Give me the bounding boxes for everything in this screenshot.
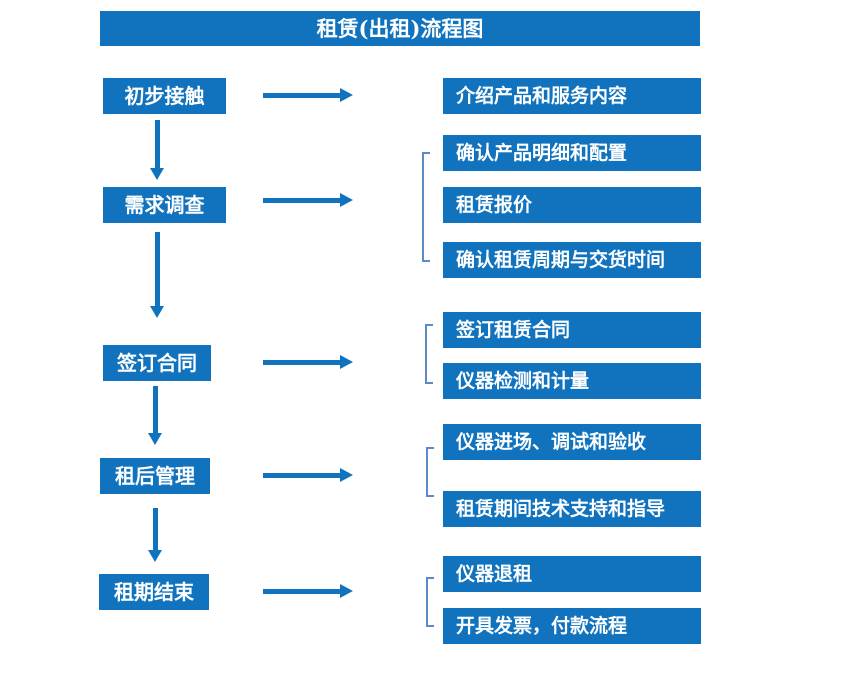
detail-instrument-return: 仪器退租 <box>443 556 701 592</box>
group-bracket-icon <box>425 324 433 384</box>
arrow-right-icon <box>263 355 353 369</box>
step-sign-contract: 签订合同 <box>103 345 211 381</box>
group-bracket-icon <box>426 447 434 497</box>
arrow-shaft <box>155 120 160 168</box>
group-bracket-icon <box>422 152 430 262</box>
arrow-shaft <box>153 508 158 550</box>
arrow-head <box>150 168 164 180</box>
step-initial-contact: 初步接触 <box>103 78 226 114</box>
arrow-head <box>340 355 353 369</box>
detail-instrument-setup: 仪器进场、调试和验收 <box>443 424 701 460</box>
arrow-right-icon <box>263 584 353 598</box>
arrow-shaft <box>155 232 160 306</box>
arrow-shaft <box>153 386 158 433</box>
arrow-right-icon <box>263 88 353 102</box>
step-rental-end: 租期结束 <box>99 574 209 610</box>
arrow-head <box>148 550 162 562</box>
arrow-shaft <box>263 589 341 594</box>
step-demand-survey: 需求调查 <box>103 187 226 223</box>
arrow-down-icon <box>148 386 162 445</box>
step-post-rental-management: 租后管理 <box>100 458 210 494</box>
detail-instrument-testing: 仪器检测和计量 <box>443 363 701 399</box>
detail-tech-support: 租赁期间技术支持和指导 <box>443 491 701 527</box>
diagram-title: 租赁(出租)流程图 <box>100 11 700 46</box>
detail-invoice-payment: 开具发票，付款流程 <box>443 608 701 644</box>
arrow-shaft <box>263 360 341 365</box>
detail-introduce-products: 介绍产品和服务内容 <box>443 78 701 114</box>
detail-sign-rental-contract: 签订租赁合同 <box>443 312 701 348</box>
arrow-head <box>150 306 164 318</box>
arrow-right-icon <box>263 468 353 482</box>
arrow-shaft <box>263 93 341 98</box>
arrow-down-icon <box>150 120 164 180</box>
arrow-shaft <box>263 198 341 203</box>
detail-rental-quotation: 租赁报价 <box>443 187 701 223</box>
detail-confirm-product-spec: 确认产品明细和配置 <box>443 135 701 171</box>
arrow-head <box>148 433 162 445</box>
arrow-down-icon <box>148 508 162 562</box>
arrow-head <box>340 193 353 207</box>
detail-confirm-period: 确认租赁周期与交货时间 <box>443 242 701 278</box>
arrow-head <box>340 584 353 598</box>
arrow-down-icon <box>150 232 164 318</box>
arrow-shaft <box>263 473 341 478</box>
group-bracket-icon <box>426 577 434 627</box>
arrow-head <box>340 88 353 102</box>
arrow-head <box>340 468 353 482</box>
arrow-right-icon <box>263 193 353 207</box>
